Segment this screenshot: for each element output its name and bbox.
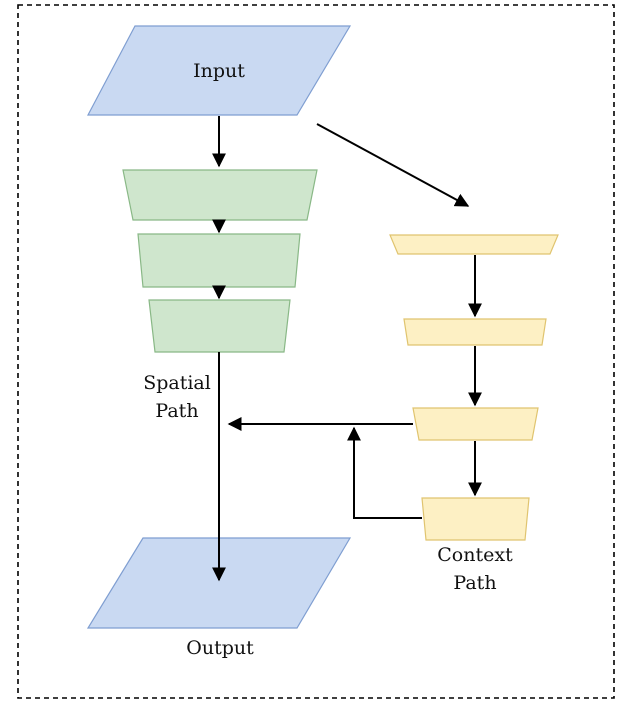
diagram-frame bbox=[17, 4, 615, 699]
arrow-input-to-context bbox=[316, 123, 470, 207]
input-node bbox=[87, 25, 352, 116]
spatial-path-label-line1: Spatial bbox=[143, 372, 211, 394]
context-block-2 bbox=[403, 318, 547, 346]
context-path-label-line2: Path bbox=[453, 572, 496, 594]
context-path-label-line1: Context bbox=[437, 544, 513, 566]
spatial-block-1 bbox=[122, 169, 318, 221]
spatial-path-label-line2: Path bbox=[155, 400, 198, 422]
input-label: Input bbox=[193, 60, 245, 82]
spatial-block-3 bbox=[148, 299, 291, 353]
output-label: Output bbox=[186, 637, 254, 659]
arrow-context-4-to-merge bbox=[347, 426, 422, 519]
context-block-3 bbox=[412, 407, 539, 441]
output-node bbox=[86, 537, 352, 629]
context-block-1 bbox=[389, 234, 559, 255]
context-block-4 bbox=[421, 497, 530, 541]
spatial-block-2 bbox=[137, 233, 301, 288]
